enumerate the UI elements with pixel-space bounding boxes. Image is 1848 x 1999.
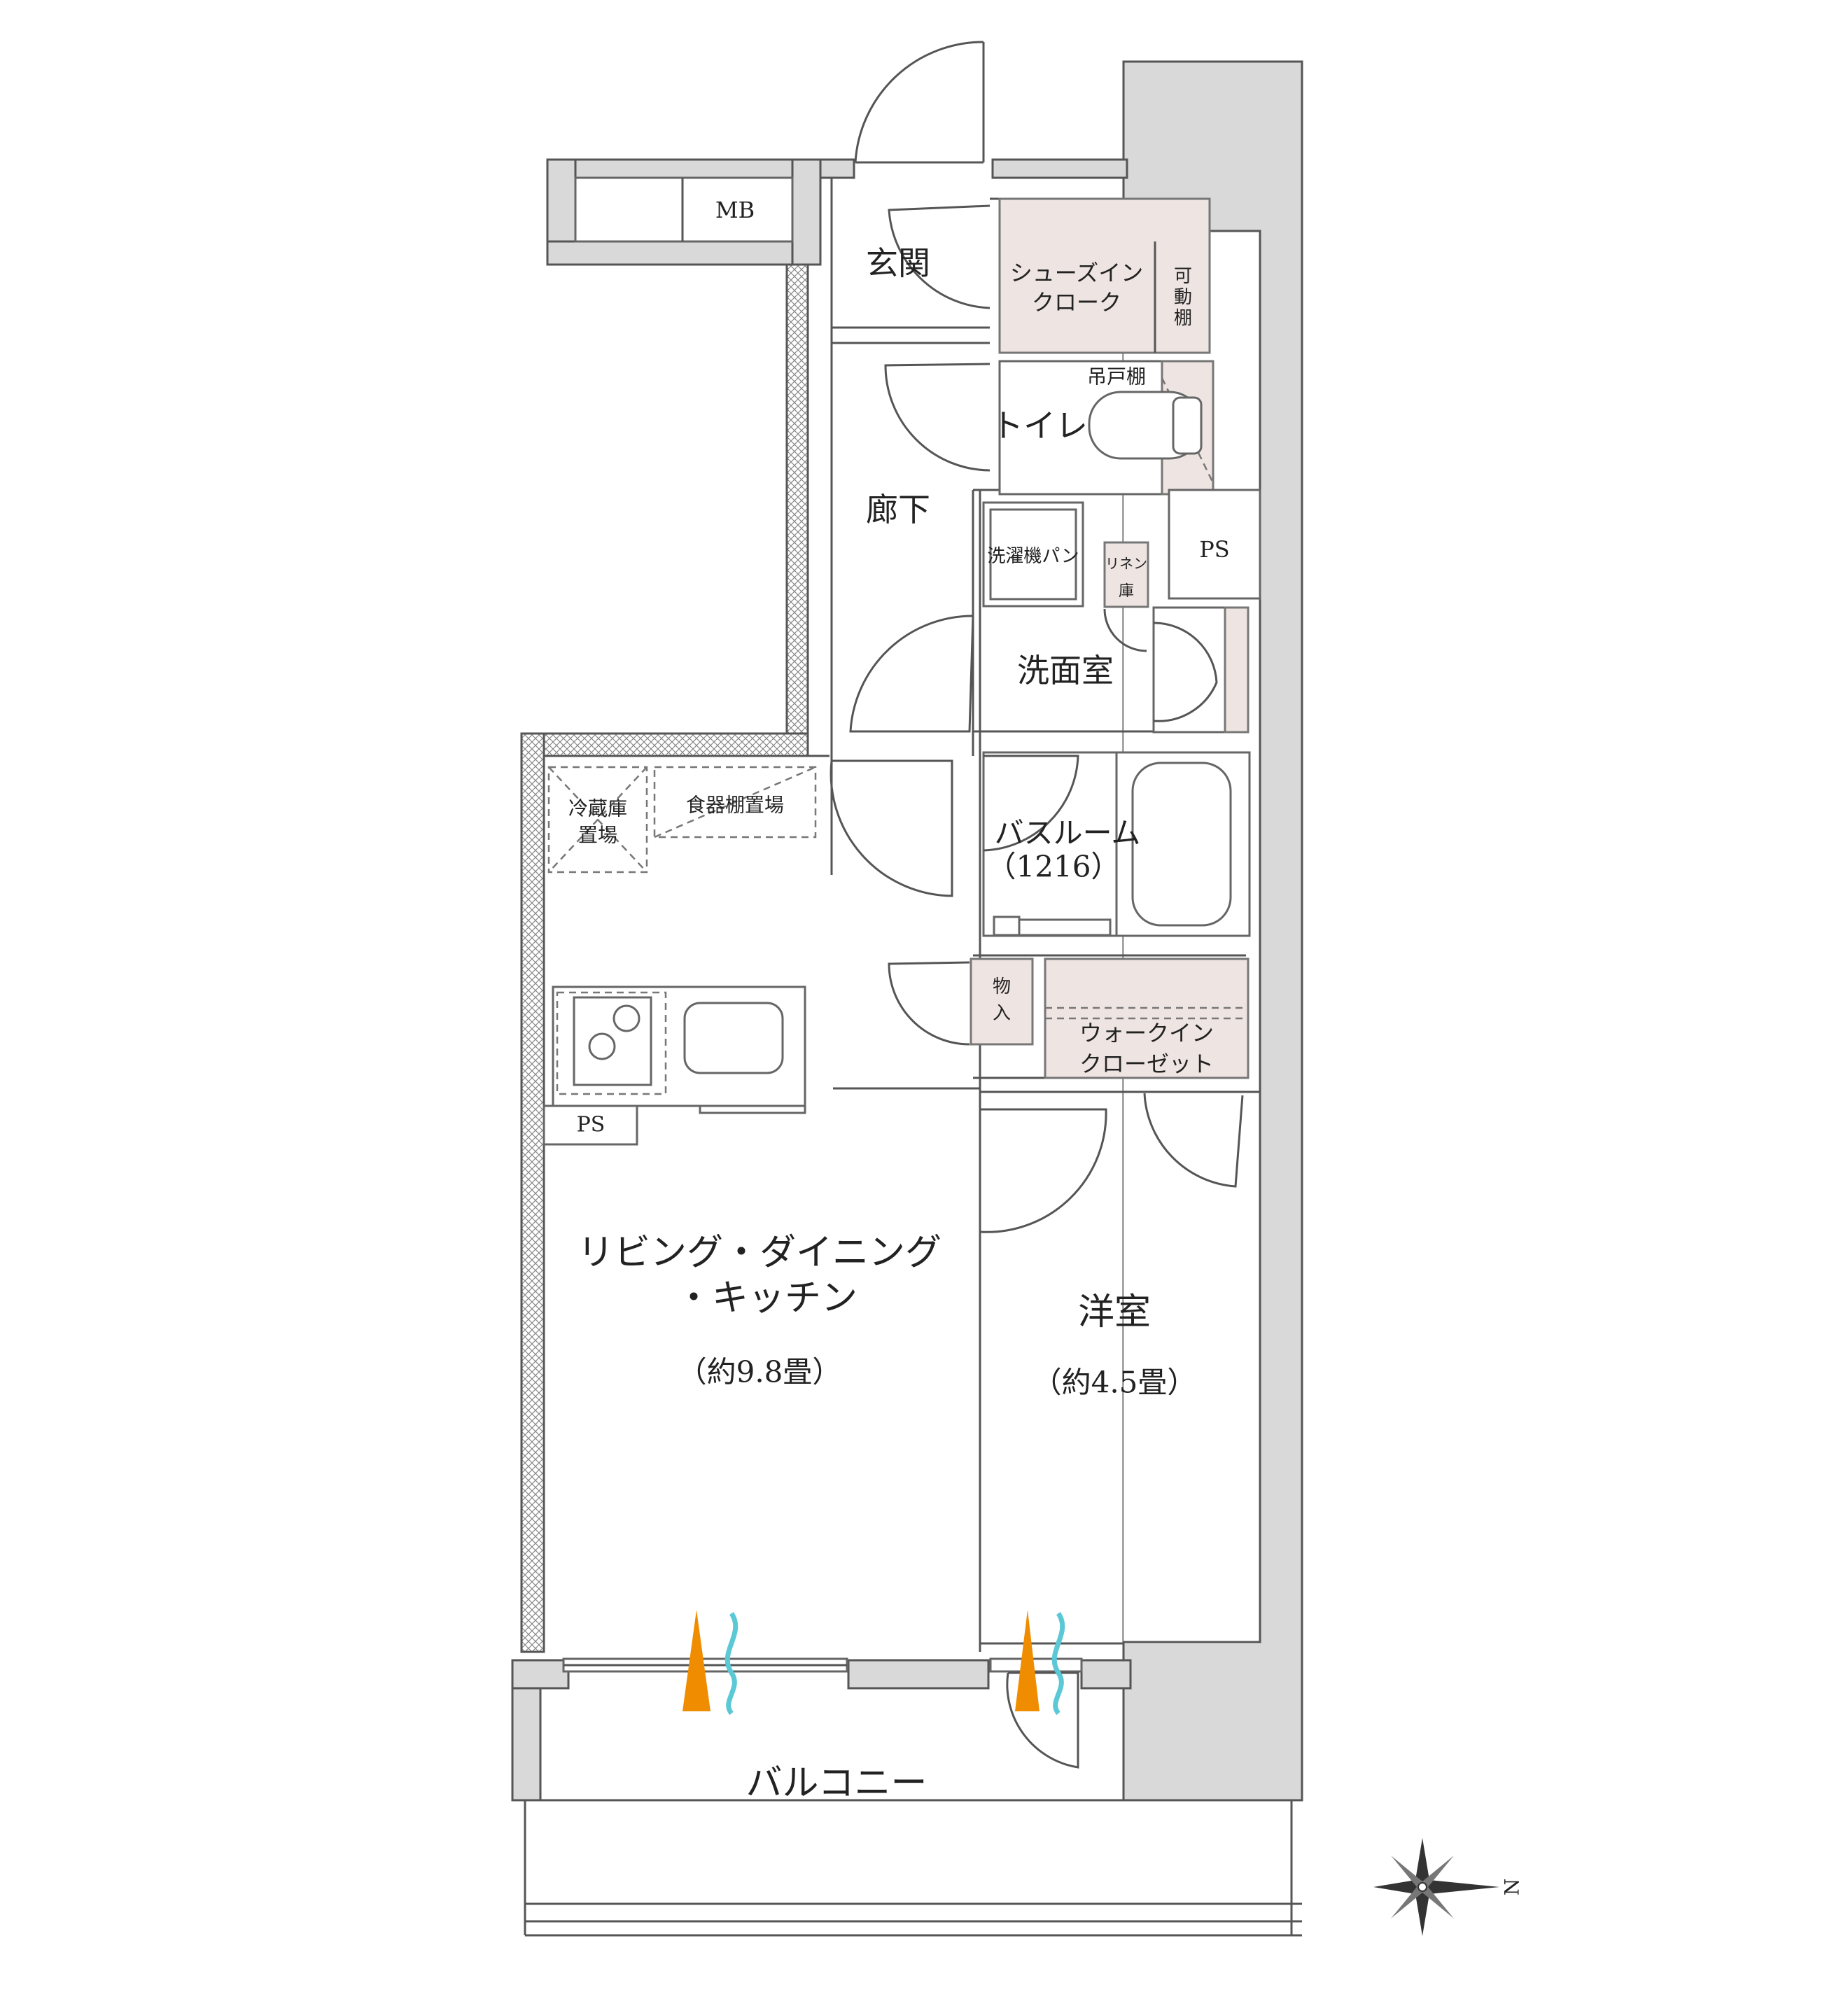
label-fridge-1: 冷蔵庫 [568,797,627,820]
shoe-in-closet [998,197,1211,354]
mb-wall-bottom [546,240,822,266]
label-storage-2: 入 [993,1003,1011,1024]
label-washer-pan: 洗濯機パン [987,546,1079,567]
bottom-wall-left [511,1659,570,1690]
label-western-room: 洋室 [1078,1291,1151,1333]
mb-wall-top [546,158,822,179]
label-hallway: 廊下 [866,491,930,528]
sink [683,1002,784,1074]
label-toilet: トイレ [991,407,1088,444]
bottom-wall-mid [847,1659,990,1690]
linen-closet [1103,541,1149,608]
burner-1 [612,1004,640,1032]
bottom-wall-right [1080,1659,1132,1690]
label-ldk-2: ・キッチン [676,1277,858,1319]
warm-air-arrow-room [1015,1610,1040,1711]
label-movable-shelf-3: 棚 [1174,308,1192,329]
label-ldk-size: （約9.8畳） [678,1355,842,1389]
label-western-room-size: （約4.5畳） [1032,1366,1197,1400]
label-walkin-2: クローゼット [1079,1051,1214,1077]
cupboard-space [653,766,817,839]
label-walkin-1: ウォークイン [1079,1020,1214,1046]
label-meter-box: MB [715,197,755,223]
label-ps-upper: PS [1199,536,1229,563]
label-shoe-in-closet-2: クローク [1032,289,1121,316]
fridge-space [547,766,648,874]
room-labels: MB 玄関 シューズイン クローク 可 動 棚 吊戸棚 トイレ 廊下 PS 洗濯… [568,197,1524,1895]
label-compass-north: N [1501,1879,1524,1896]
label-linen-2: 庫 [1119,583,1134,601]
label-ps-lower: PS [577,1113,606,1137]
cool-air-wave-ldk [724,1612,738,1716]
compass-rose [1373,1838,1499,1936]
airflow-western [1015,1610,1065,1716]
airflow-ldk [682,1610,738,1716]
warm-air-arrow-ldk [682,1610,710,1711]
label-linen-1: リネン [1105,555,1147,572]
burner-2 [588,1032,616,1060]
label-balcony: バルコニー [746,1762,927,1804]
hatched-wall-upper [785,263,809,742]
balcony-post-left [511,1687,542,1802]
label-washroom: 洗面室 [1017,652,1114,689]
windows [562,1657,1083,1769]
meter-box [574,176,794,243]
cool-air-wave-room [1051,1612,1065,1716]
label-movable-shelf-1: 可 [1174,266,1192,287]
top-wall [991,158,1128,179]
label-bathroom-size: （1216） [987,850,1121,884]
mb-wall-right [791,158,822,266]
hatched-wall-left [520,732,545,1653]
balcony-area [524,1799,1302,1937]
hatched-wall-step [520,732,809,757]
label-shoe-in-closet-1: シューズイン [1010,260,1143,286]
label-bathroom: バスルーム [995,816,1141,850]
label-entrance: 玄関 [866,244,930,282]
label-ldk-1: リビング・ダイニング [578,1232,941,1274]
label-hanging-cabinet: 吊戸棚 [1087,365,1146,388]
label-fridge-2: 置場 [578,824,617,847]
wash-basin-mirror [1224,606,1250,734]
storage-closet [969,958,1034,1046]
label-storage-1: 物 [993,976,1011,997]
ps-lower [542,1104,638,1146]
label-cupboard-space: 食器棚置場 [686,794,784,817]
label-movable-shelf-2: 動 [1174,287,1192,308]
ps-upper [1168,489,1261,600]
entrance-door [854,41,985,164]
